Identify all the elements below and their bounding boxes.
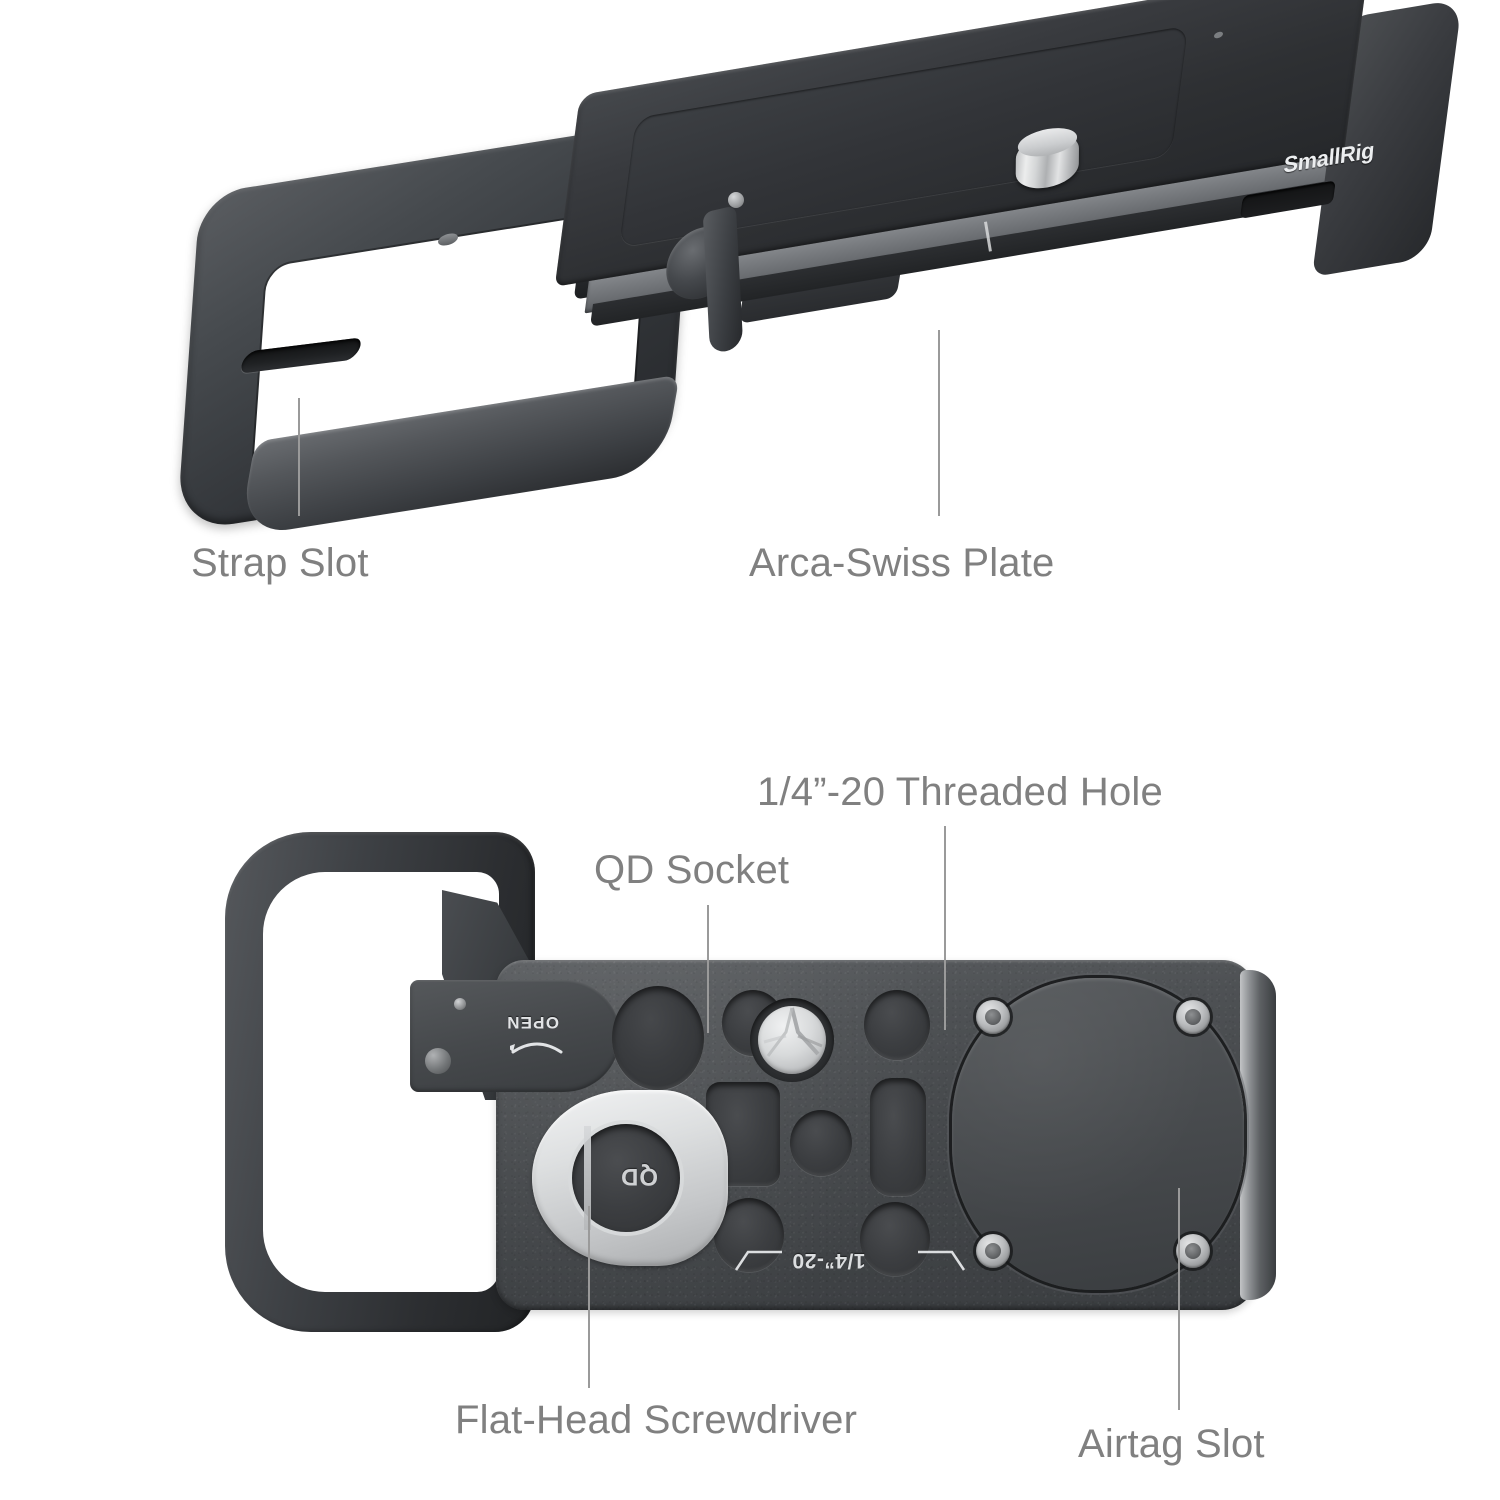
- label-strap-slot: Strap Slot: [191, 541, 369, 585]
- open-direction-arrow-icon: [510, 1042, 563, 1054]
- airtag-cover-screw-bl: [976, 1234, 1010, 1268]
- threaded-hole-center: [790, 1110, 852, 1176]
- label-airtag-slot: Airtag Slot: [1078, 1422, 1265, 1466]
- bottom-plan-view: OPEN: [210, 820, 1330, 1360]
- thread-spec-engraving-group: 1/4”-20: [730, 1240, 970, 1290]
- threaded-hole-lower-right: [860, 1202, 930, 1276]
- thread-spec-bracket-icon: [734, 1250, 966, 1271]
- leader-line-flat-head-screwdriver: [588, 1206, 590, 1388]
- leader-line-airtag-slot: [1178, 1188, 1180, 1410]
- airtag-cover-screw-br: [1176, 1234, 1210, 1268]
- latch-lever: [410, 980, 620, 1092]
- leader-line-threaded-hole: [944, 826, 946, 1030]
- leader-line-arca-swiss-plate: [938, 330, 940, 516]
- flat-head-screwdriver-tool: QD: [532, 1090, 728, 1266]
- airtag-cover-screw-tl: [976, 1000, 1010, 1034]
- top-perspective-view: SmallRig: [150, 0, 1463, 560]
- qd-socket-hole: [612, 986, 704, 1090]
- label-flat-head-screwdriver: Flat-Head Screwdriver: [455, 1398, 858, 1442]
- label-arca-swiss-plate: Arca-Swiss Plate: [749, 541, 1055, 585]
- label-threaded-hole: 1/4”-20 Threaded Hole: [757, 770, 1163, 814]
- airtag-cover-screw-tr: [1176, 1000, 1210, 1034]
- screw-slot-icon: [763, 1007, 823, 1057]
- threaded-hole-upper-right: [864, 990, 930, 1060]
- latch-pin: [454, 998, 466, 1010]
- thread-spec-text: 1/4”-20: [792, 1249, 866, 1272]
- leader-line-qd-socket: [707, 905, 709, 1033]
- oval-slot-cutout: [870, 1078, 926, 1196]
- label-qd-socket: QD Socket: [594, 848, 790, 892]
- baseplate-right-edge: [1240, 970, 1276, 1300]
- screwdriver-blade: [584, 1126, 591, 1230]
- latch-knob: [425, 1048, 451, 1074]
- leader-line-strap-slot: [298, 398, 300, 516]
- open-engraving: OPEN: [506, 1013, 559, 1032]
- qd-engraving: QD: [620, 1163, 658, 1190]
- hinge-pin: [728, 192, 744, 208]
